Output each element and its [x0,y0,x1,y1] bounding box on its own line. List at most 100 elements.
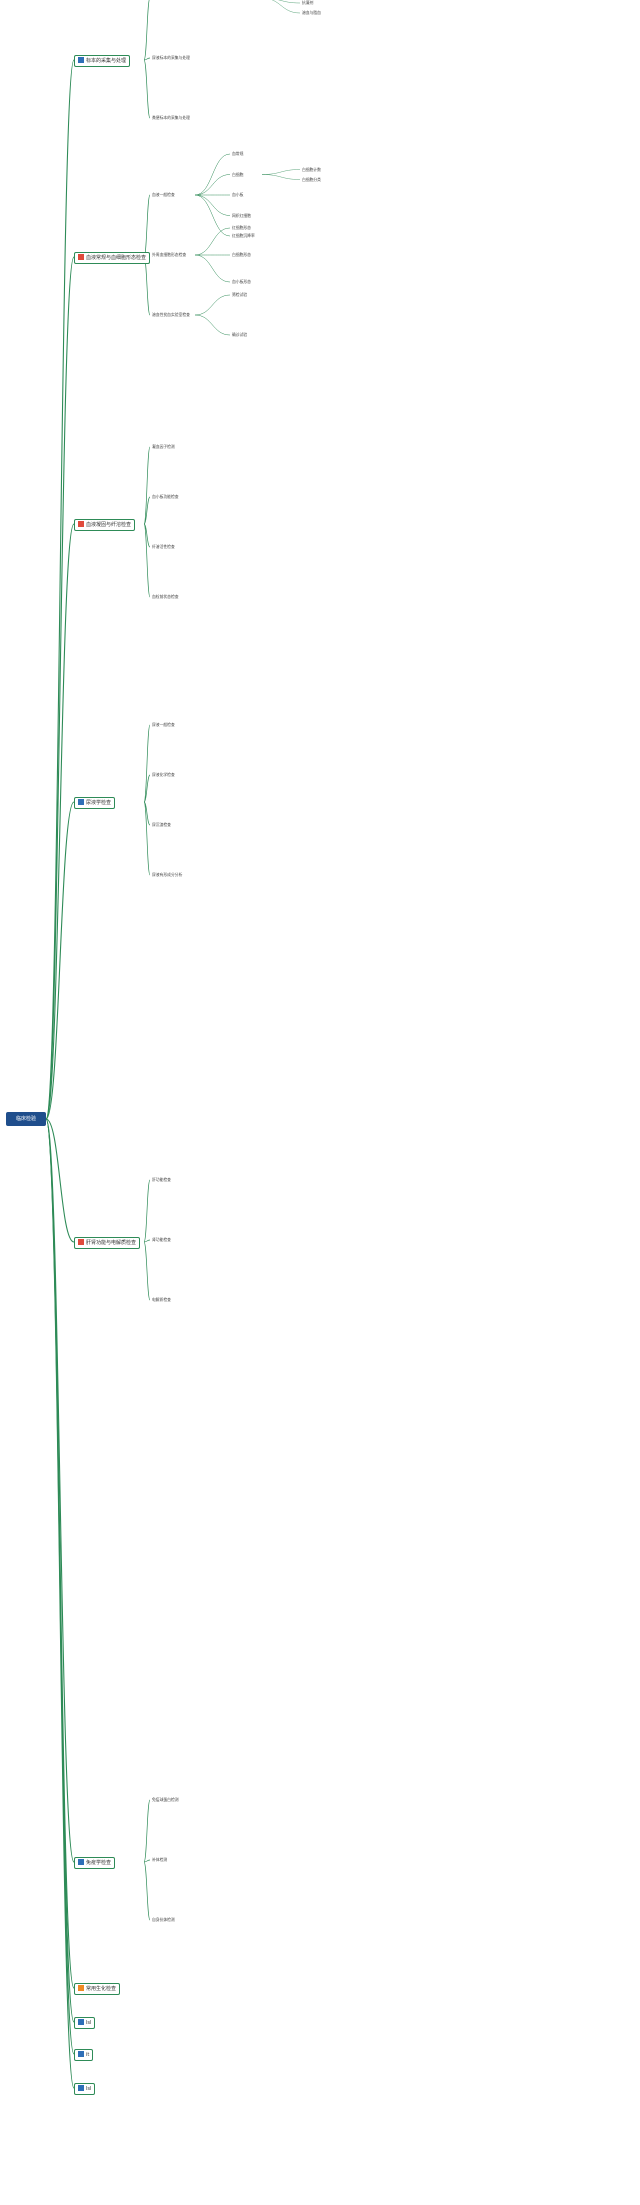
branch-label: 肝肾功能与电解质检查 [86,1240,137,1246]
topic-node[interactable]: 尿液有形成分分析 [152,872,183,877]
connector-line [143,523,151,548]
branch-node[interactable]: 肝肾功能与电解质检查 [74,1237,141,1249]
connector-line [143,194,151,258]
connector-line [143,1859,151,1863]
connector-line [143,801,151,826]
subtopic-node[interactable]: 网织红细胞 [232,212,251,218]
subtopic-node[interactable]: 白细胞形态 [232,252,251,257]
subtopic-node[interactable]: 红细胞形态 [232,225,251,230]
topic-node[interactable]: 纤溶活性检查 [152,544,175,549]
branch-node[interactable]: 尿液学检查 [74,797,116,809]
connector-line [194,294,231,316]
topic-node[interactable]: 电解质检查 [152,1297,171,1302]
connector-line [143,774,151,803]
subtopic-node[interactable]: 确诊试验 [232,332,248,337]
gift-icon [78,521,84,527]
subtopic-node[interactable]: 白细胞 [232,171,244,177]
connector-line [194,314,231,336]
leaf-node[interactable]: 抗凝剂 [302,0,314,5]
connector-line [261,174,301,180]
connector-line [45,1118,75,1863]
leaf-node[interactable]: 白细胞计数 [302,166,321,172]
connector-line [194,174,231,196]
topic-node[interactable]: 自身抗体检测 [152,1917,175,1922]
topic-node[interactable]: 血液一般检查 [152,192,175,197]
connector-line [45,59,75,1120]
branch-label: it [86,2052,90,2058]
connector-line [143,1239,151,1243]
connector-line [278,0,301,4]
connector-line [45,523,75,1120]
subtopic-node[interactable]: 血常规 [232,151,244,156]
connector-line [45,801,75,1120]
topic-node[interactable]: 尿液一般检查 [152,722,175,727]
flag-icon [78,1859,84,1865]
bookmark-icon [78,2085,84,2091]
connector-line [194,194,231,237]
connector-line [143,446,151,525]
branch-node[interactable]: 免疫学检查 [74,1857,116,1869]
leaf-node[interactable]: 白细胞分类 [302,176,321,182]
connector-line [143,1861,151,1921]
branch-label: 血液凝固与纤溶检查 [86,522,132,528]
connector-line [143,57,151,61]
branch-label: 尿液学检查 [86,800,112,806]
connector-line [143,523,151,598]
branch-node[interactable]: 血液凝固与纤溶检查 [74,519,136,531]
branch-node[interactable]: lsl [74,2083,96,2095]
topic-node[interactable]: 补体检测 [152,1857,168,1862]
star-icon [78,1985,84,1991]
connector-line [143,1241,151,1301]
connector-line [143,1179,151,1243]
connector-line [143,724,151,803]
topic-node[interactable]: 血小板功能检查 [152,494,179,499]
connector-line [194,153,231,196]
topic-node[interactable]: 尿液化学检查 [152,772,175,777]
connector-line [271,0,301,14]
topic-node[interactable]: 外周血细胞形态检查 [152,252,187,257]
connector-line [194,194,231,216]
topic-node[interactable]: 免疫球蛋白检测 [152,1797,179,1802]
connector-line [143,256,151,316]
connector-line [143,1799,151,1863]
topic-node[interactable]: 肝功能检查 [152,1177,171,1182]
connector-line [194,254,231,283]
branch-label: lsl [86,2020,92,2026]
topic-node[interactable]: 尿沉渣检查 [152,822,171,827]
topic-node[interactable]: 肾功能检查 [152,1237,171,1242]
subtopic-node[interactable]: 红细胞沉降率 [232,233,255,238]
topic-node[interactable]: 尿液标本的采集与处理 [152,55,190,60]
branch-label: 免疫学检查 [86,1860,112,1866]
leaf-node[interactable]: 溶血与脂血 [302,10,321,15]
bookmark-icon [78,2019,84,2025]
connector-line [45,1118,75,2089]
connector-line [143,59,151,119]
subtopic-node[interactable]: 血小板 [232,192,244,197]
topic-node[interactable]: 血栓前状态检查 [152,594,179,599]
branch-node[interactable]: 血液常规与血细胞形态检查 [74,252,151,264]
branch-node[interactable]: 标本的采集与处理 [74,55,131,67]
branch-node[interactable]: 常用生化检查 [74,1983,121,1995]
topic-node[interactable]: 粪便标本的采集与处理 [152,115,190,120]
topic-node[interactable]: 溶血性贫血实验室检查 [152,312,190,317]
fire-icon [78,254,84,260]
branch-label: 标本的采集与处理 [86,58,127,64]
bookmark-icon [78,2051,84,2057]
topic-node[interactable]: 凝血因子检测 [152,444,175,449]
root-node[interactable]: 临床检验 [6,1112,46,1126]
branch-node[interactable]: lsl [74,2017,96,2029]
connector-line [143,801,151,876]
branch-label: lsl [86,2086,92,2092]
branch-label: 常用生化检查 [86,1986,117,1992]
flag-icon [78,799,84,805]
subtopic-node[interactable]: 筛检试验 [232,292,248,297]
heart-icon [78,1239,84,1245]
connector-line [194,227,231,256]
branch-node[interactable]: it [74,2049,94,2061]
connector-line [143,496,151,525]
connector-line [45,256,75,1120]
branch-label: 血液常规与血细胞形态检查 [86,255,147,261]
flag-icon [78,57,84,63]
subtopic-node[interactable]: 血小板形态 [232,279,251,284]
